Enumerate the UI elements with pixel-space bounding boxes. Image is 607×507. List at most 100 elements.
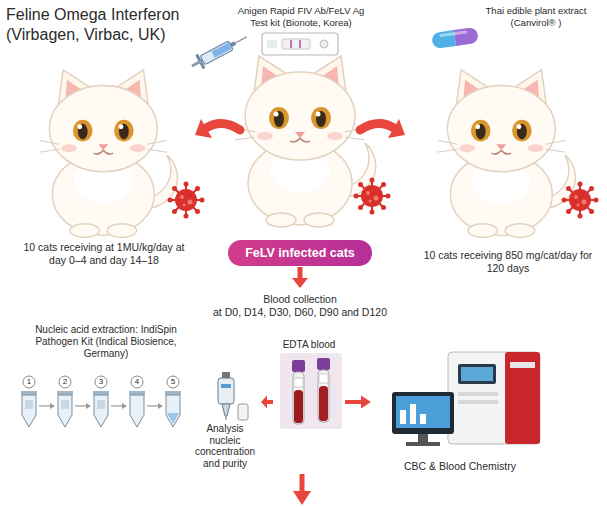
pipette-icon [222,372,230,378]
blood-tube-photo [292,360,305,372]
analyzer-machine [505,352,540,444]
analyzer-machine [392,352,540,446]
pipette-icon [218,378,234,404]
analyzer-machine [418,434,428,442]
connector-line [298,267,303,278]
virus-icon [562,182,599,219]
syringe-icon [200,41,233,65]
node-text: CBC & Blood Chemistry [374,460,546,473]
capsule-icon [439,30,467,37]
treatment-arrow [206,123,240,130]
down-arrow [293,491,311,505]
connector-line [345,400,361,404]
cat-figure [235,56,376,227]
extraction-tubes [86,403,91,409]
pipette-icon [238,404,248,420]
step-number: 4 [131,376,143,388]
group-caption: 10 cats receiving 850 mg/cat/day for 120… [420,249,596,275]
extraction-tubes [23,376,35,388]
blood-tube-photo [280,353,342,429]
extraction-tubes [97,400,105,409]
extraction-tubes [57,391,73,395]
connector-arrow [345,396,371,409]
extraction-tubes [50,403,55,409]
syringe-icon [235,37,246,43]
extraction-tubes [165,391,181,395]
pipette-icon [226,416,227,420]
pill-text: FeLV infected cats [238,246,362,261]
test-kit-icon [262,33,338,55]
test-kit-icon [290,40,292,48]
extraction-tubes [166,395,180,427]
extraction-tubes [158,403,163,409]
analyzer-machine [458,392,498,396]
treatment-arrow [360,123,394,130]
group-caption: 10 cats receiving at 1MU/kg/day at day 0… [18,241,190,267]
node-text: EDTA blood [276,339,342,351]
extraction-tubes [167,376,179,388]
cat-figure [40,56,576,237]
extraction-tubes [61,400,69,409]
analyzer-machine [396,396,450,428]
analyzer-machine [400,410,406,424]
blood-tube-photo [319,374,328,383]
analysis-node: Analysis nucleic concentration and purit… [190,372,260,472]
extraction-tubes [129,391,145,395]
capsule-icon [431,27,479,49]
blood-tube-photo [319,386,328,421]
analyzer-machine [510,362,535,368]
cat-figure [40,70,178,238]
treatment-arrow [195,119,405,138]
analyzer-machine [392,392,454,434]
sample-node: EDTA blood [274,336,344,432]
blood-tube-photo [318,370,329,422]
connector-arrow [261,396,273,409]
extraction-tubes [59,376,71,388]
analyzer-machine [458,364,496,384]
syringe-icon [230,41,236,47]
connector-arrow [292,267,308,288]
step-number: 1 [23,376,35,388]
step-number: 3 [95,376,107,388]
treatment-arrow [195,119,212,138]
arrow-head [261,396,267,409]
product-title: Thai edible plant extract (Canvirol® ) [484,5,588,28]
analysis-node: CBC & Blood Chemistry [372,372,548,476]
pipette-icon [221,384,231,388]
capsule-icon [454,27,479,46]
analyzer-machine [461,367,493,381]
step-number: 2 [59,376,71,388]
blood-tube-photo [294,378,303,387]
extraction-tubes [94,395,108,427]
node-text: Blood collection [182,293,418,306]
extraction-tubes [58,395,72,427]
analyzer-machine [420,414,426,424]
arrow-head [292,278,308,288]
product-title: Feline Omega Interferon (Virbagen, Virba… [6,5,211,45]
blood-tube-photo [280,353,342,429]
pipette-icon [222,404,230,416]
extraction-tubes [93,391,109,395]
analyzer-machine [410,404,416,424]
syringe-icon [188,30,250,73]
connector-line [267,400,273,404]
blood-tube-photo [317,358,330,370]
extraction-tubes [130,395,144,427]
blood-tube-photo [294,390,303,423]
blood-tube-photo [293,372,304,424]
analyzer-machine [458,400,498,404]
test-kit-icon [282,39,310,49]
kit-title: Anigen Rapid FIV Ab/FeLV Ag Test kit (Bi… [228,5,374,28]
extraction-tubes [25,400,33,409]
treatment-arrow [388,119,405,138]
syringe-icon [212,43,232,58]
extraction-tubes [95,376,107,388]
extraction-tubes [21,376,181,427]
down-arrow [293,474,311,505]
method-caption: Nucleic acid extraction: IndiSpin Pathog… [22,324,190,360]
extraction-tubes [39,405,90,406]
group-pill: FeLV infected cats [228,240,372,266]
test-kit-icon [262,33,338,55]
step-node: Blood collectionat D0, D14, D30, D60, D9… [180,289,420,323]
arrow-head [361,396,371,409]
